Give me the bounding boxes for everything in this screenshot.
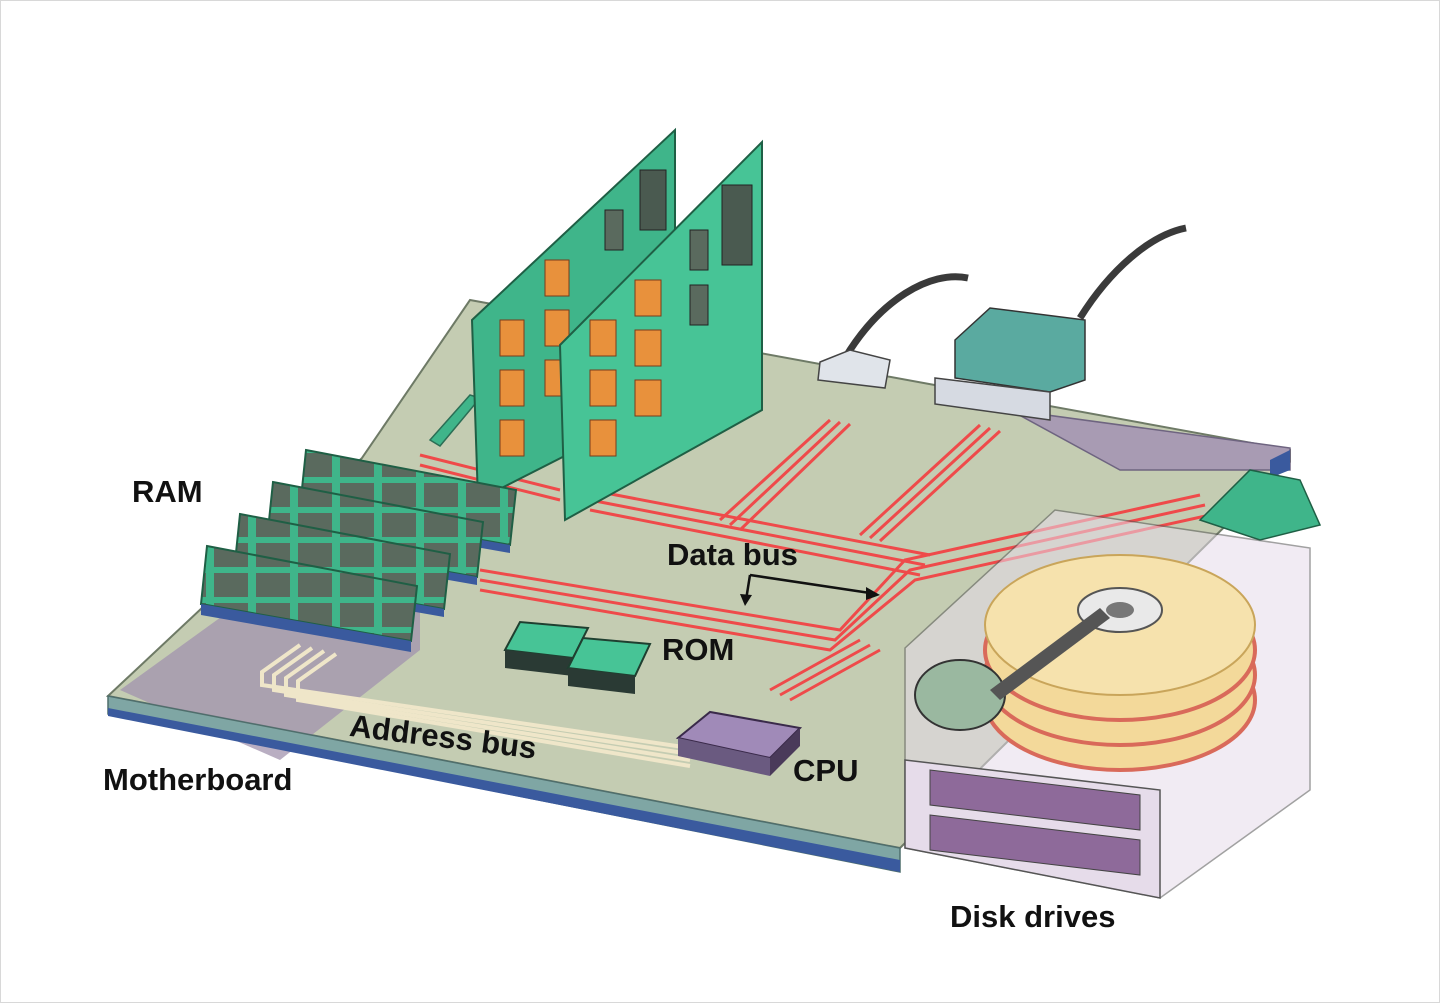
ram-modules xyxy=(199,448,518,652)
cpu-chip xyxy=(675,710,803,776)
ribbon-cable xyxy=(1198,469,1322,541)
rom-chips xyxy=(503,620,652,694)
ram-module xyxy=(199,544,419,652)
ram-label: RAM xyxy=(132,474,203,509)
rom-label: ROM xyxy=(662,632,735,667)
data-bus-label: Data bus xyxy=(667,537,798,572)
expansion-card-2 xyxy=(558,139,763,522)
data-bus-arrows xyxy=(740,573,880,606)
motherboard-label: Motherboard xyxy=(103,762,293,797)
disk-drives-label: Disk drives xyxy=(950,899,1116,934)
disk-drives xyxy=(904,509,1311,899)
data-bus-traces xyxy=(419,418,1211,702)
port-connectors xyxy=(817,224,1187,421)
address-bus-traces xyxy=(260,643,691,768)
cpu-label: CPU xyxy=(793,753,859,788)
